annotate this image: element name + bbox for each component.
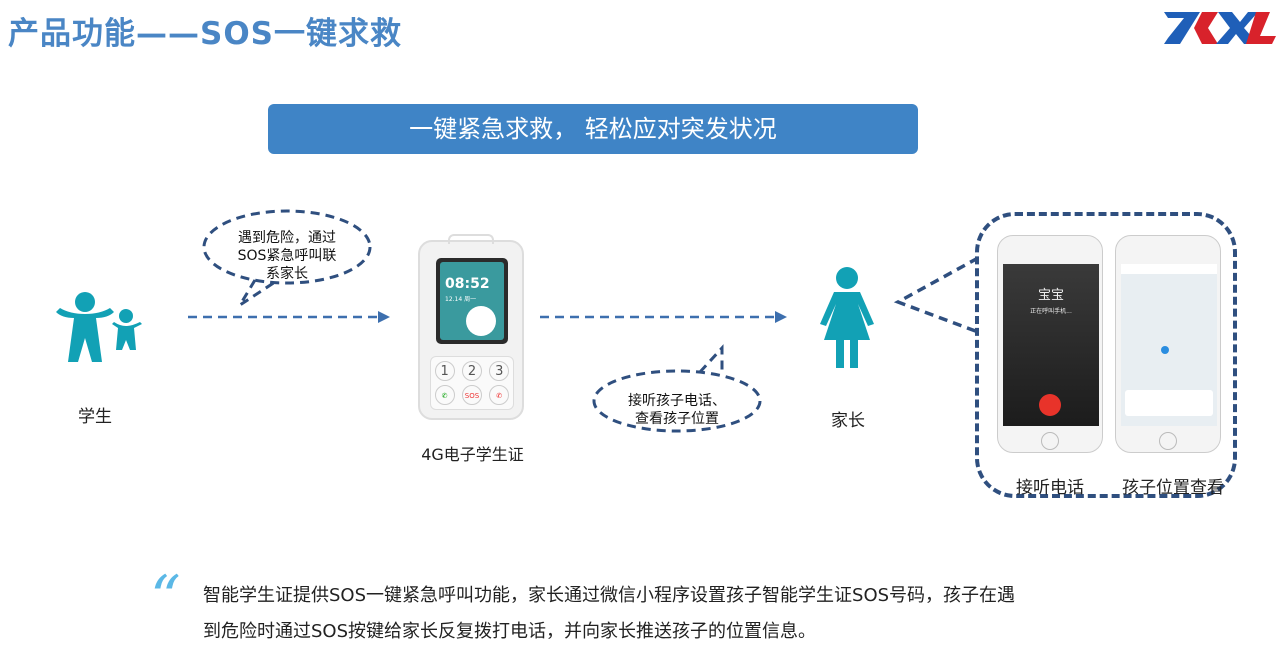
card-label: 4G电子学生证 [421, 445, 524, 464]
card-date: 12.14 周一 [445, 296, 477, 303]
bubble-line: 遇到危险，通过 [238, 230, 336, 246]
panda-image [466, 306, 496, 336]
phone-call-screen: 宝宝 正在呼叫手机... [997, 235, 1103, 453]
key-2[interactable]: 2 [461, 361, 482, 381]
hangup-key-icon[interactable]: ✆ [489, 385, 510, 405]
call-status: 正在呼叫手机... [1030, 308, 1072, 315]
bubble-student-message: 遇到危险，通过 SOS紧急呼叫联 系家长 [215, 229, 359, 283]
description-line: 到危险时通过SOS按键给家长反复拨打电话，并向家长推送孩子的位置信息。 [203, 621, 817, 642]
home-button [1159, 432, 1177, 450]
description-line: 智能学生证提供SOS一键紧急呼叫功能，家长通过微信小程序设置孩子智能学生证SOS… [203, 585, 1016, 606]
student-card-device: 08:52 12.14 周一 1 2 3 ✆ SOS ✆ [418, 234, 524, 420]
card-time: 08:52 [445, 276, 490, 292]
phone1-caption: 接听电话 [1016, 478, 1084, 498]
call-key-icon[interactable]: ✆ [434, 385, 455, 405]
bubble-line: 系家长 [266, 266, 308, 282]
phone-map-screen [1115, 235, 1221, 453]
student-icon [56, 292, 142, 362]
bubble-line: 查看孩子位置 [635, 411, 719, 427]
key-1[interactable]: 1 [434, 361, 455, 381]
student-label: 学生 [78, 407, 112, 427]
bubble-line: SOS紧急呼叫联 [237, 248, 337, 264]
sos-key[interactable]: SOS [461, 385, 482, 405]
page-title: 产品功能——SOS一键求救 [8, 16, 403, 52]
key-3[interactable]: 3 [489, 361, 510, 381]
parent-icon [820, 267, 874, 368]
quote-mark-icon: “ [150, 563, 181, 633]
phones-frame [975, 212, 1237, 498]
caller-name: 宝宝 [1037, 288, 1064, 303]
description: 智能学生证提供SOS一键紧急呼叫功能，家长通过微信小程序设置孩子智能学生证SOS… [203, 578, 1143, 650]
phone2-caption: 孩子位置查看 [1122, 478, 1224, 498]
home-button [1041, 432, 1059, 450]
location-pin-icon [1161, 346, 1169, 354]
bubble-parent-message: 接听孩子电话、 查看孩子位置 [605, 392, 749, 428]
hangup-button[interactable] [1039, 394, 1061, 416]
bubble-line: 接听孩子电话、 [628, 393, 726, 409]
parent-label: 家长 [831, 411, 865, 431]
banner: 一键紧急求救， 轻松应对突发状况 [268, 104, 918, 154]
zkxl-logo [1164, 12, 1276, 44]
